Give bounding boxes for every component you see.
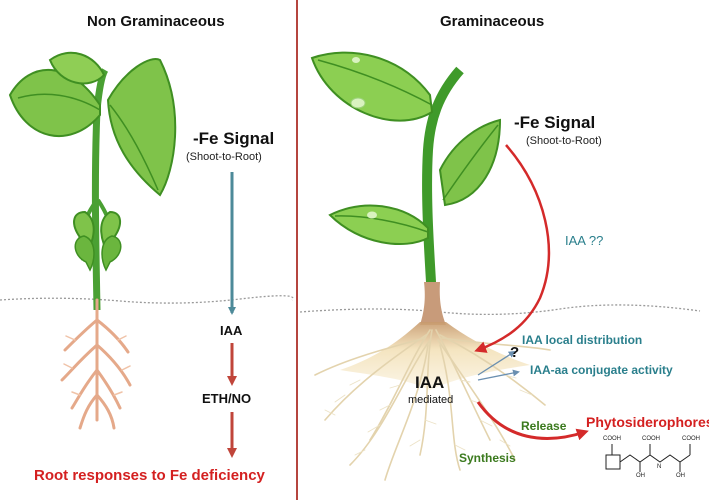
- arrow-to-conjugate: [477, 369, 520, 381]
- molecule-cooh-2: COOH: [642, 436, 660, 442]
- right-release: Release: [521, 419, 567, 433]
- molecule-cooh-3: COOH: [682, 436, 700, 442]
- right-iaa-question: IAA ??: [565, 233, 604, 248]
- arrow-to-local-distribution: [477, 350, 516, 376]
- left-fe-signal: -Fe Signal: [193, 129, 275, 148]
- molecule-oh-1: OH: [636, 473, 645, 479]
- left-heading: Non Graminaceous: [87, 13, 225, 30]
- left-step-iaa: IAA: [220, 323, 243, 338]
- right-plant: [310, 51, 551, 481]
- phytosiderophore-molecule: [605, 444, 691, 472]
- left-ground-line: [0, 295, 294, 304]
- right-heading: Graminaceous: [440, 13, 545, 30]
- arrow-signal-to-root: [474, 144, 551, 353]
- left-result: Root responses to Fe deficiency: [34, 467, 265, 484]
- molecule-cooh-1: COOH: [603, 436, 621, 442]
- right-question-mark: ?: [510, 344, 520, 361]
- right-phytosiderophores: Phytosiderophores: [586, 414, 709, 430]
- right-local-distribution: IAA local distribution: [522, 333, 643, 347]
- right-fe-signal: -Fe Signal: [514, 113, 596, 132]
- right-iaa: IAA: [415, 373, 445, 392]
- right-iaa-mediated: mediated: [408, 394, 454, 406]
- molecule-n: N: [657, 464, 662, 470]
- molecule-oh-2: OH: [676, 473, 685, 479]
- left-plant: [8, 51, 177, 430]
- arrow-release: [476, 401, 589, 441]
- right-conjugate-activity: IAA-aa conjugate activity: [530, 363, 673, 377]
- right-synthesis: Synthesis: [459, 451, 516, 465]
- right-fe-signal-sub: (Shoot-to-Root): [526, 135, 602, 147]
- left-fe-signal-sub: (Shoot-to-Root): [186, 151, 262, 163]
- right-ground-line: [299, 304, 701, 316]
- left-step-ethno: ETH/NO: [202, 391, 252, 406]
